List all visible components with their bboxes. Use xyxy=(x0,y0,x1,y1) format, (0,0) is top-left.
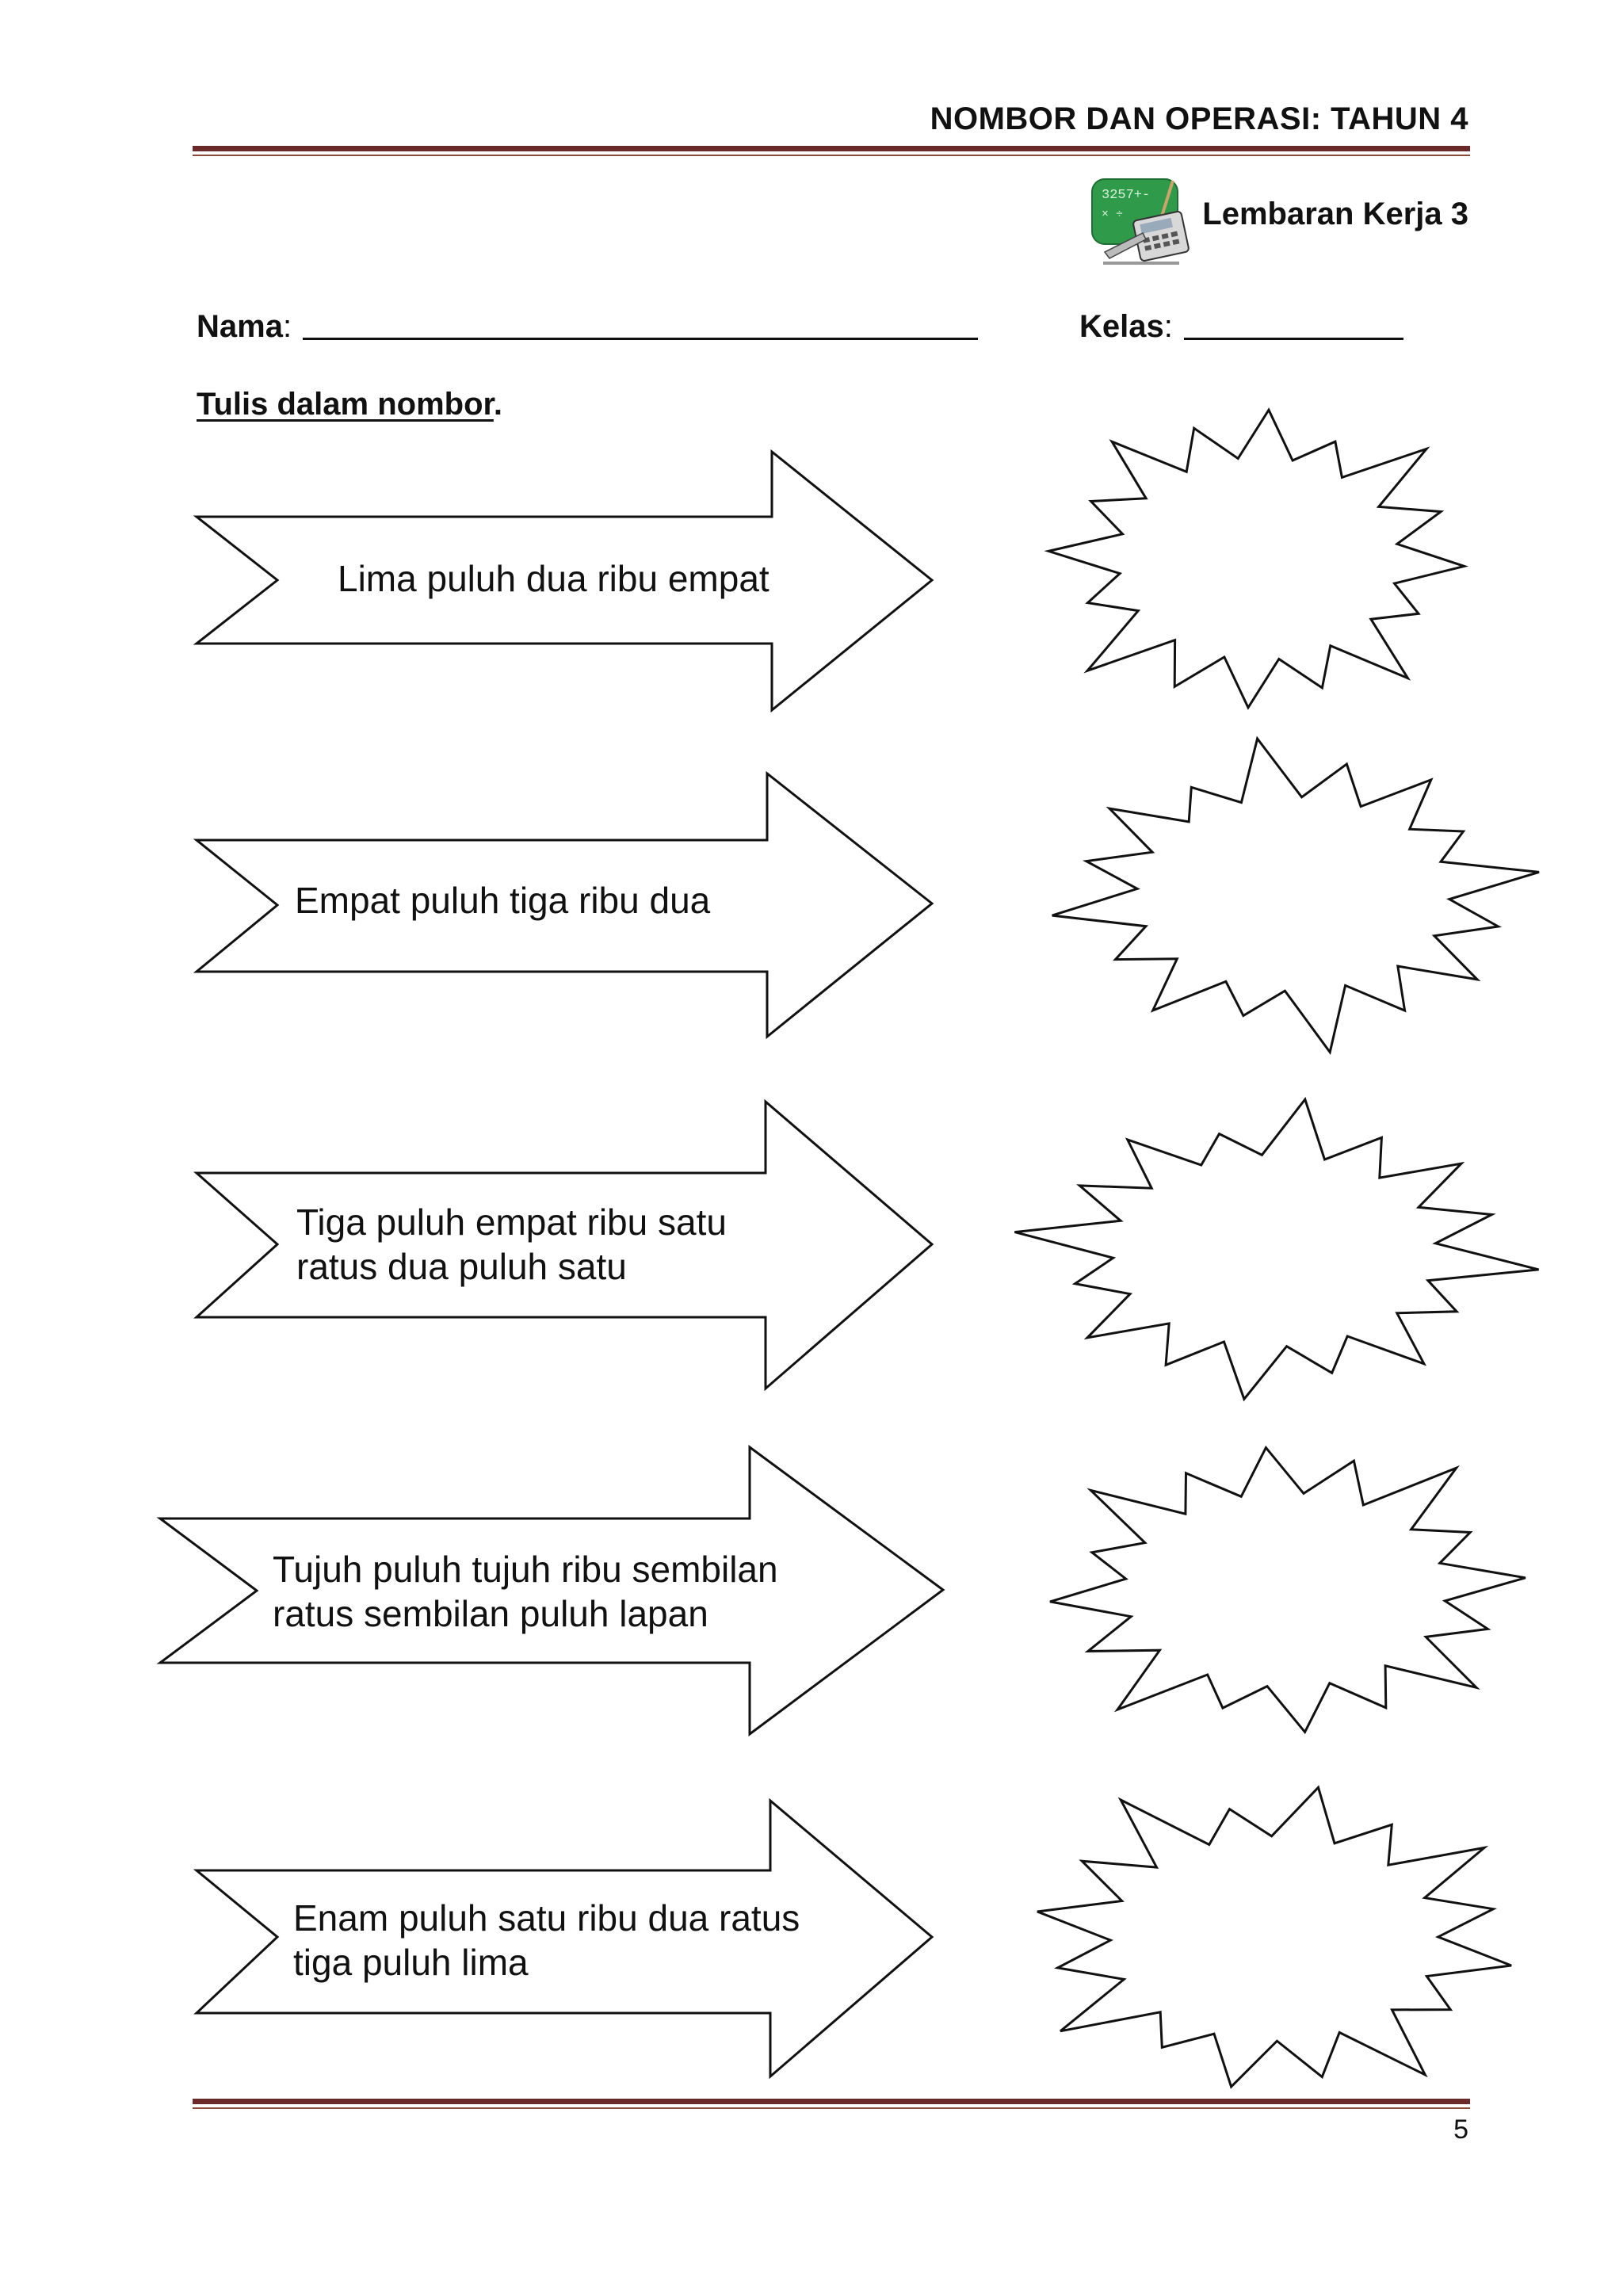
starburst-icon[interactable] xyxy=(1049,1445,1526,1735)
starburst-icon[interactable] xyxy=(1044,407,1469,710)
starburst-icon[interactable] xyxy=(1037,1785,1512,2089)
name-field-label: Nama: xyxy=(197,309,292,344)
exercise-arrow xyxy=(156,1445,945,1736)
exercise-text-5: Enam puluh satu ribu dua ratus tiga pulu… xyxy=(293,1897,800,1983)
starburst-icon[interactable] xyxy=(1052,735,1540,1056)
instruction-text: Tulis dalam nombor. xyxy=(197,387,502,422)
starburst-icon[interactable] xyxy=(1014,1096,1539,1402)
exercise-arrow xyxy=(193,1797,934,2080)
footer-rule-thin xyxy=(193,2107,1470,2109)
header-rule-thin xyxy=(193,155,1470,156)
footer-rule-thick xyxy=(193,2099,1470,2104)
worksheet-label: Lembaran Kerja 3 xyxy=(1202,197,1468,231)
exercise-text-3: Tiga puluh empat ribu satu ratus dua pul… xyxy=(296,1201,727,1287)
exercise-text-1: Lima puluh dua ribu empat xyxy=(338,558,769,599)
exercise-arrow xyxy=(193,1098,934,1392)
exercise-text-2: Empat puluh tiga ribu dua xyxy=(295,880,711,921)
logo-text: 3257+- xyxy=(1102,188,1150,203)
name-field[interactable] xyxy=(303,338,978,340)
page-number: 5 xyxy=(1453,2115,1468,2145)
page-header-title: NOMBOR DAN OPERASI: TAHUN 4 xyxy=(930,101,1468,136)
calculator-blackboard-icon: 3257+- × ÷ xyxy=(1091,178,1190,265)
class-field[interactable] xyxy=(1184,338,1403,340)
class-field-label: Kelas: xyxy=(1079,309,1173,344)
header-rule-thick xyxy=(193,146,1470,151)
svg-text:× ÷: × ÷ xyxy=(1102,208,1123,221)
exercise-text-4: Tujuh puluh tujuh ribu sembilan ratus se… xyxy=(273,1549,778,1634)
exercise-arrow xyxy=(193,770,934,1040)
exercise-arrow xyxy=(193,449,934,713)
